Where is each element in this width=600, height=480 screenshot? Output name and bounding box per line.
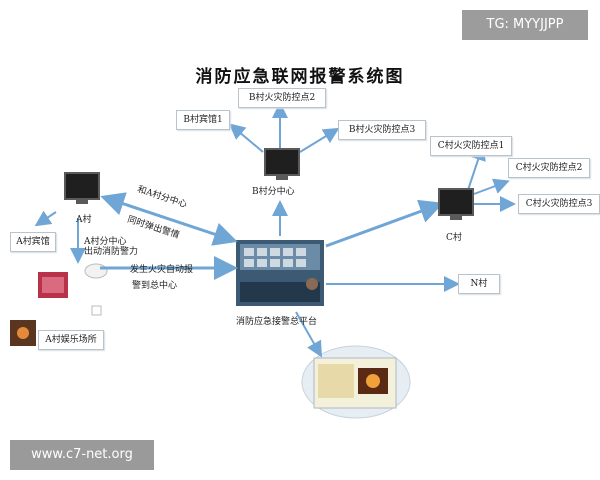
monitor-icon (264, 148, 300, 180)
b-hotel-node: B村宾馆1 (176, 110, 230, 130)
c-center-label: C村 (446, 233, 462, 243)
entertainment-venue-image (10, 320, 36, 346)
edge-label-dispatch: 出动消防警力 (84, 247, 139, 257)
c-point2-node: C村火灾防控点2 (508, 158, 590, 178)
fire-alarm-panel-image (38, 272, 68, 298)
n-village-node: N村 (458, 274, 500, 294)
b-point3-node: B村火灾防控点3 (338, 120, 426, 140)
c-point3-node: C村火灾防控点3 (518, 194, 600, 214)
control-room-image (236, 240, 324, 306)
a-center-label: A村 (76, 215, 92, 225)
software-screenshot-thumbnail (301, 345, 411, 419)
connection-arrows (34, 102, 516, 358)
monitor-icon (438, 188, 474, 220)
c-point1-node: C村火灾防控点1 (430, 136, 512, 156)
center-platform-label: 消防应急接警总平台 (236, 317, 318, 327)
edge-label-to-center: 警到总中心 (132, 281, 178, 291)
small-device-image (91, 305, 102, 316)
telegram-tag: TG: MYYJJPP (462, 10, 588, 40)
page-title: 消防应急联网报警系统图 (195, 67, 405, 87)
edge-label-a-center: A村分中心 (84, 237, 127, 247)
monitor-icon (64, 172, 100, 204)
website-watermark: www.c7-net.org (10, 440, 154, 470)
b-point2-node: B村火灾防控点2 (238, 88, 326, 108)
b-center-label: B村分中心 (252, 187, 295, 197)
edge-label-fire-report: 发生火灾自动报 (130, 265, 194, 275)
smoke-detector-image (84, 263, 108, 279)
a-hotel-node: A村宾馆 (10, 232, 56, 252)
a-entertainment-node: A村娱乐场所 (38, 330, 104, 350)
